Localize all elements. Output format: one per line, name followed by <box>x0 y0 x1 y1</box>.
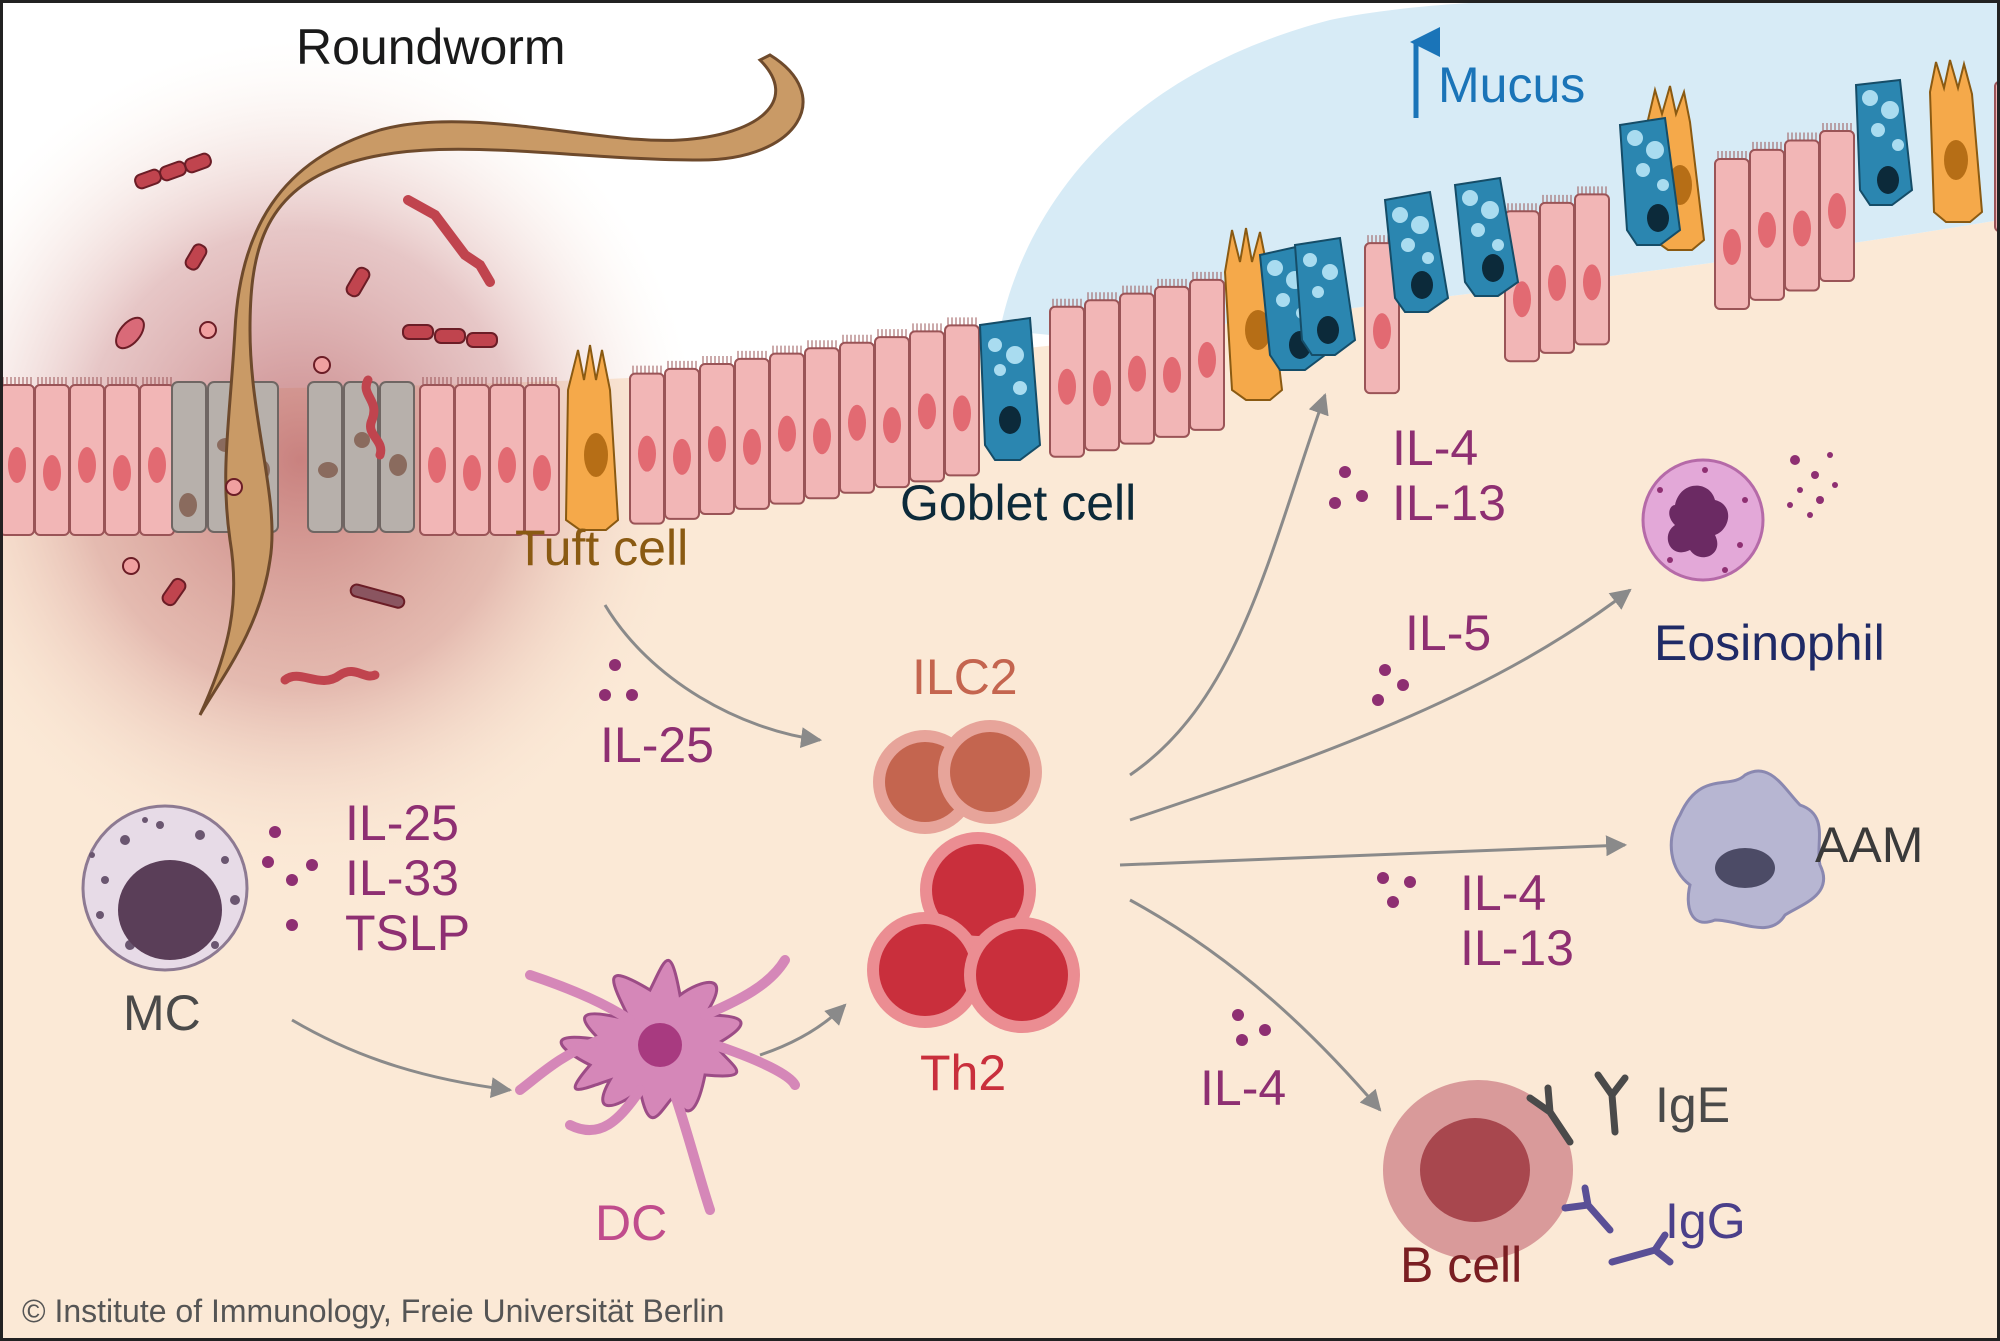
cytokine-il4-goblet: IL-4 <box>1392 420 1478 476</box>
ige-label: IgE <box>1655 1077 1730 1133</box>
cytokine-il25-tuft: IL-25 <box>600 717 714 773</box>
ilc2-label: ILC2 <box>912 649 1018 705</box>
cytokine-tslp-mc: TSLP <box>345 905 470 961</box>
b-cell-label: B cell <box>1400 1237 1522 1293</box>
aam-icon <box>1669 769 1826 930</box>
arrow-to-aam <box>1119 835 1628 867</box>
arrow-dc-to-th2 <box>759 1003 847 1057</box>
arrow-tuft-to-ilc2 <box>603 604 823 749</box>
igg-label: IgG <box>1665 1193 1746 1249</box>
cytokine-dots <box>262 466 1416 1046</box>
arrow-mc-to-dc <box>291 1018 513 1099</box>
roundworm-icon <box>198 53 805 716</box>
goblet-cell-label: Goblet cell <box>900 475 1136 531</box>
roundworm-label: Roundworm <box>296 19 566 75</box>
eosinophil-label: Eosinophil <box>1654 615 1885 671</box>
cytokine-il5-eos: IL-5 <box>1405 605 1491 661</box>
cytokine-il4-aam: IL-4 <box>1460 865 1546 921</box>
cytokine-il13-goblet: IL-13 <box>1392 475 1506 531</box>
mast-cell-icon <box>81 804 249 972</box>
eosinophil-icon <box>1641 452 1838 582</box>
mc-label: MC <box>123 985 201 1041</box>
arrow-to-goblet <box>1129 393 1329 777</box>
ilc2-cell-icon <box>873 720 1042 834</box>
copyright-text: © Institute of Immunology, Freie Univers… <box>22 1293 724 1329</box>
cytokine-il4-bcell: IL-4 <box>1200 1060 1286 1116</box>
antibody-icon <box>1526 1071 1629 1146</box>
intestinal-epithelium <box>0 73 2000 536</box>
aam-label: AAM <box>1815 817 1923 873</box>
cytokine-il25-mc: IL-25 <box>345 795 459 851</box>
mucus-label: Mucus <box>1438 57 1585 113</box>
signal-arrows <box>291 393 1632 1112</box>
arrow-to-eosinophil <box>1129 588 1632 822</box>
b-cell-icon <box>1383 1080 1573 1260</box>
dendritic-cell-icon <box>515 955 800 1215</box>
antibody-icon <box>1561 1184 1674 1266</box>
bacteria-icon <box>115 152 498 685</box>
dc-label: DC <box>595 1195 667 1251</box>
tuft-cell-label: Tuft cell <box>515 520 688 576</box>
cytokine-il33-mc: IL-33 <box>345 850 459 906</box>
th2-cell-icon <box>867 832 1080 1033</box>
goblet-cell-icon <box>978 78 1914 461</box>
arrow-to-bcell <box>1129 898 1382 1112</box>
cytokine-il13-aam: IL-13 <box>1460 920 1574 976</box>
th2-label: Th2 <box>920 1045 1006 1101</box>
tuft-cell-icon <box>564 59 1984 531</box>
